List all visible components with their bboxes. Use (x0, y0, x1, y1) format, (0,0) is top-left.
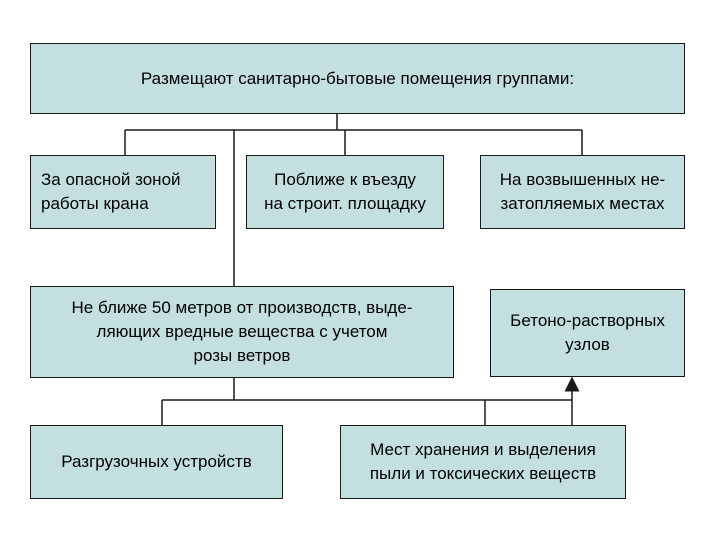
storage-label: Мест хранения и выделения пыли и токсиче… (369, 440, 597, 483)
concrete-box: Бетоно-растворных узлов (490, 289, 685, 377)
danger-zone-box: За опасной зоной работы крана (30, 155, 216, 229)
storage-box: Мест хранения и выделения пыли и токсиче… (340, 425, 626, 499)
near-entrance-label: Поближе к въезду на строит. площадку (264, 170, 426, 213)
distance-box: Не ближе 50 метров от производств, выде-… (30, 286, 454, 378)
elevated-box: На возвышенных не- затопляемых местах (480, 155, 685, 229)
near-entrance-box: Поближе к въезду на строит. площадку (246, 155, 444, 229)
unloading-box: Разгрузочных устройств (30, 425, 283, 499)
root-box: Размещают санитарно-бытовые помещения гр… (30, 43, 685, 114)
distance-label: Не ближе 50 метров от производств, выде-… (71, 298, 413, 365)
danger-zone-label: За опасной зоной работы крана (41, 170, 181, 213)
concrete-label: Бетоно-растворных узлов (510, 311, 665, 354)
elevated-label: На возвышенных не- затопляемых местах (499, 170, 666, 213)
unloading-label: Разгрузочных устройств (61, 452, 252, 471)
root-label: Размещают санитарно-бытовые помещения гр… (140, 68, 575, 88)
